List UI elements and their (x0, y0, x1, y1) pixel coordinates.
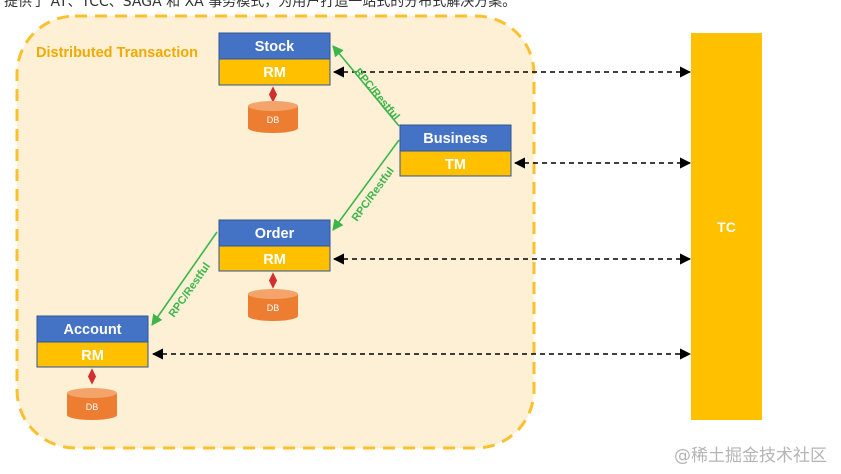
watermark: @稀土掘金技术社区 (674, 446, 827, 466)
order-rm: RM (263, 252, 286, 268)
rpc-order-account-line (151, 231, 218, 326)
stock-name: Stock (255, 39, 295, 55)
stock-db-icon: DB (248, 101, 298, 133)
region-label: Distributed Transaction (36, 45, 198, 61)
account-db-icon: DB (67, 388, 117, 420)
rpc-business-order-line (332, 139, 400, 231)
order-db-icon: DB (248, 289, 298, 321)
business-tm: TM (445, 157, 466, 173)
business-name-box (399, 124, 512, 152)
stock-node: Stock RM (218, 32, 331, 86)
stock-rm: RM (263, 65, 286, 81)
account-node: Account RM (36, 315, 149, 368)
account-rm: RM (81, 348, 104, 364)
account-db-label: DB (86, 402, 99, 412)
rpc-business-stock-line (332, 45, 400, 127)
header-text: 提供了 AT、TCC、SAGA 和 XA 事务模式，为用户打造一站式的分布式解决… (4, 0, 517, 10)
account-name: Account (64, 322, 122, 338)
order-name: Order (255, 226, 295, 242)
order-node: Order RM (218, 219, 331, 272)
business-node: Business TM (399, 124, 512, 177)
stock-rm-box (218, 58, 331, 86)
order-db-label: DB (267, 303, 280, 313)
order-name-box (218, 219, 331, 247)
business-name: Business (423, 131, 487, 147)
account-name-box (36, 315, 149, 343)
stock-db-label: DB (267, 115, 280, 125)
tc-box (691, 33, 762, 420)
order-rm-box (218, 245, 331, 272)
stock-name-box (218, 32, 331, 60)
account-rm-box (36, 341, 149, 368)
tc-label: TC (717, 219, 736, 235)
business-tm-box (399, 150, 512, 177)
